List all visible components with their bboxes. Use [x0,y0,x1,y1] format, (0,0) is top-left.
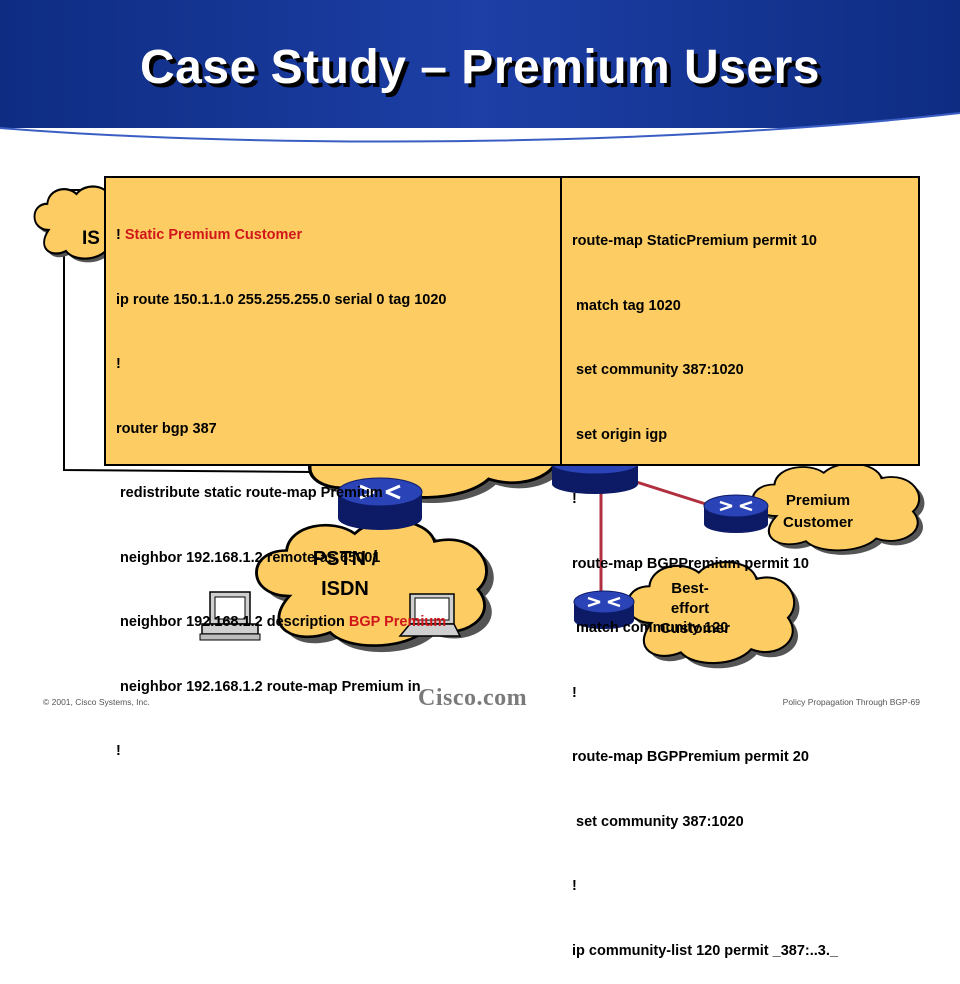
route-map-config-box: route-map StaticPremium permit 10 match … [560,176,920,959]
copyright-text: © 2001, Cisco Systems, Inc. [43,697,150,707]
config-highlight: BGP Premium [348,614,447,630]
router-icon [337,477,423,530]
config-line: router bgp 387 [116,420,217,437]
besteffort-label-line1: Best- [671,580,709,597]
config-comment: Static Premium Customer [124,227,303,243]
config-line: set community 387:1020 [572,362,744,378]
config-line: ! [572,684,577,701]
besteffort-label-line2: effort [670,600,710,617]
isp-cloud-label: IS [82,228,100,249]
network-diagram [33,185,925,669]
premium-label-line2: Customer [782,514,853,531]
router-icon [703,494,769,533]
static-premium-config-box: ! Static Premium Customer ip route 150.1… [104,176,562,759]
pstn-label-line1: PSTN / [312,548,378,570]
config-line: match tag 1020 [572,297,681,314]
header-swoosh [0,112,960,158]
config-line: ! [116,356,121,372]
config-line: match community 120 [572,620,729,636]
besteffort-label-line3: Customer [659,620,730,637]
slide-header [0,0,960,128]
config-comment-mark: ! [116,227,125,243]
config-line: ! [116,743,121,759]
router-icon [573,590,635,629]
config-line: ! [572,491,577,507]
slide-title: Case Study – Premium Users [140,41,820,94]
laptop-icon [398,593,462,637]
config-line: route-map BGPPremium permit 10 [572,555,809,572]
pstn-label-line2: ISDN [321,578,369,600]
config-line: route-map BGPPremium permit 20 [572,749,809,765]
config-line: ! Static Premium Customer [116,225,550,247]
config-line: neighbor 192.168.1.2 description BGP Pre… [116,612,550,634]
config-line: route-map StaticPremium permit 10 [572,233,817,249]
config-line: set community 387:1020 [572,813,744,830]
config-text: neighbor 192.168.1.2 description [116,614,349,630]
config-line: ! [572,878,577,894]
pc-icon-left [199,591,261,641]
config-line: redistribute static route-map Premium [116,485,383,501]
config-line: ip community-list 120 permit _387:..3._ [572,942,838,959]
slide-footer-label: Policy Propagation Through BGP-69 [782,697,920,707]
premium-label-line1: Premium [785,492,851,509]
link-premium [629,478,713,508]
cisco-logo: Cisco.com [418,685,528,711]
config-line: neighbor 192.168.1.2 remote-as 65001 [116,549,381,566]
config-line: ip route 150.1.1.0 255.255.255.0 serial … [116,291,447,308]
config-line: set origin igp [572,426,668,443]
config-line: neighbor 192.168.1.2 route-map Premium i… [116,678,421,695]
